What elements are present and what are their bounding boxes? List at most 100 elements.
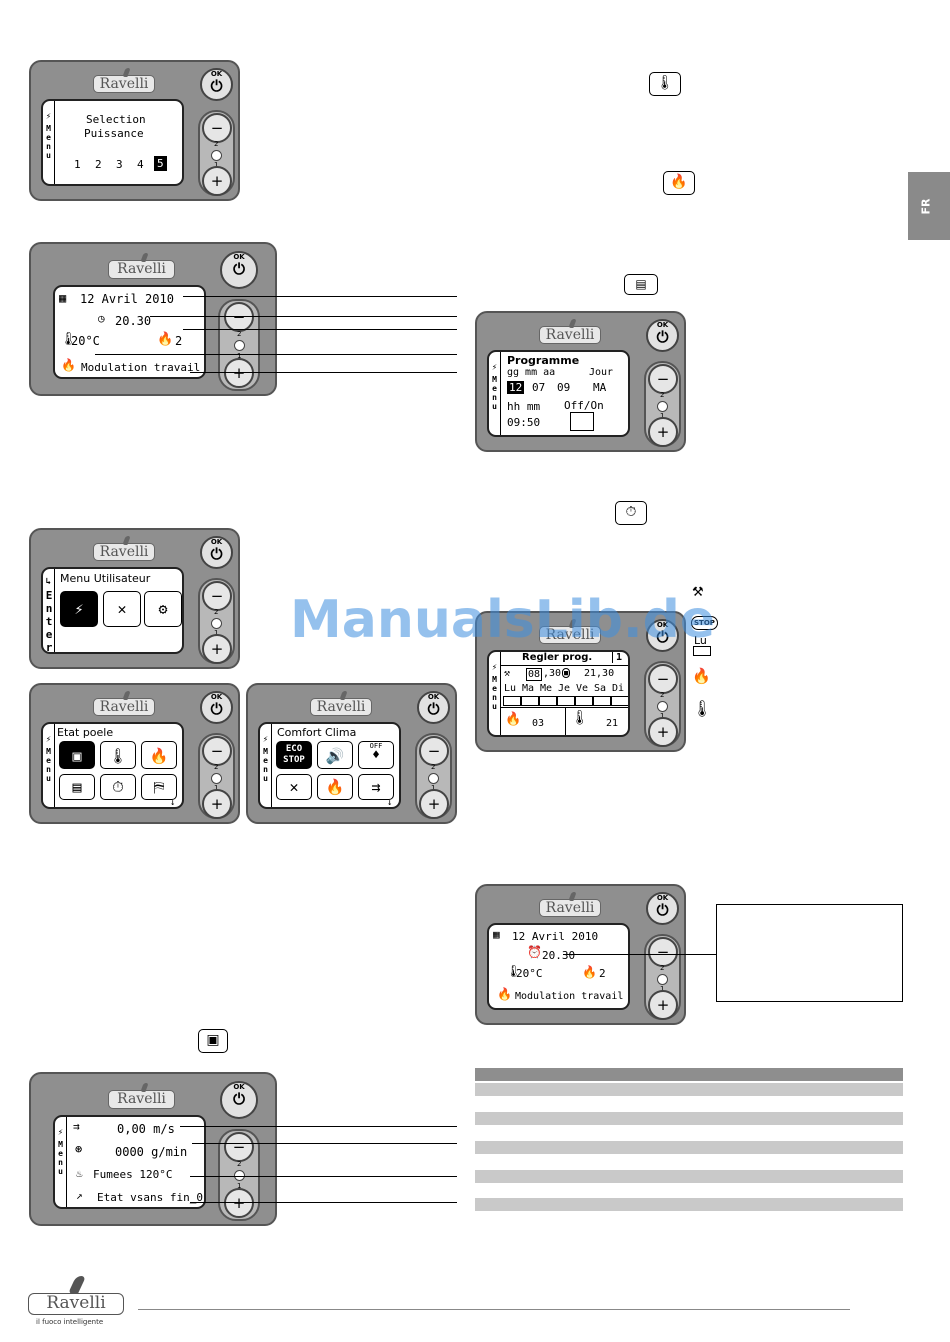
plus-button[interactable]: + bbox=[419, 789, 449, 819]
title-separator bbox=[501, 665, 628, 666]
minus-button[interactable]: − bbox=[648, 937, 678, 967]
minus-button[interactable]: − bbox=[224, 1132, 254, 1162]
panel-stove-state: Ravelli ⚡Menu Etat poele ▣ 🌡 🔥 ▤ ⏱ ⛿ ↓ O… bbox=[29, 683, 240, 824]
power-level-2[interactable]: 2 bbox=[95, 158, 102, 171]
plus-button[interactable]: + bbox=[224, 1188, 254, 1218]
watermark: ManualsLib.de bbox=[290, 590, 716, 650]
ok-power-button[interactable]: OK⏻ bbox=[417, 691, 450, 724]
fan-off-icon[interactable]: OFF♦ bbox=[358, 741, 394, 769]
ok-power-button[interactable]: OK⏻ bbox=[200, 68, 233, 101]
day-sunday[interactable]: Di bbox=[612, 683, 625, 694]
stove-state-icon[interactable]: ▣ bbox=[59, 741, 95, 769]
flame-timer-icon[interactable]: 🔥 bbox=[317, 774, 353, 800]
start-hour-selected[interactable]: 08 bbox=[526, 668, 543, 681]
flame-menu-icon: ⚡ bbox=[57, 1128, 64, 1138]
start-legend-icon: ⚒ bbox=[692, 585, 704, 600]
day-checkbox-row[interactable] bbox=[503, 696, 628, 706]
offon-checkbox[interactable] bbox=[570, 412, 594, 431]
panel-program-setup: Ravelli ⚡Menu Regler prog. 1 ⚒ 08 ,30 ■ … bbox=[475, 611, 686, 752]
fan-speed-icon[interactable]: ⇉ bbox=[358, 774, 394, 800]
time-field[interactable]: 09:50 bbox=[507, 416, 541, 429]
center-indicator bbox=[657, 974, 668, 985]
table-row-band bbox=[475, 1198, 903, 1211]
program-clock-icon[interactable]: ▤ bbox=[59, 774, 95, 800]
flame-icon: 🔥 bbox=[663, 171, 695, 195]
plus-button[interactable]: + bbox=[202, 166, 232, 196]
year-field[interactable]: 09 bbox=[557, 381, 571, 394]
stop-time[interactable]: 21,30 bbox=[584, 668, 615, 679]
day-wednesday[interactable]: Me bbox=[540, 683, 553, 694]
screen-title-line2: Puissance bbox=[84, 127, 144, 140]
air-speed-icon: ⇉ bbox=[73, 1120, 80, 1133]
callout-line-status bbox=[190, 372, 457, 373]
day-tuesday[interactable]: Ma bbox=[522, 683, 535, 694]
button-number-2: 2 bbox=[237, 330, 242, 338]
flame-power-icon: 🔥 bbox=[157, 332, 174, 347]
plus-button[interactable]: + bbox=[224, 358, 254, 388]
callout-line-power bbox=[183, 329, 457, 330]
ok-power-button[interactable]: OK⏻ bbox=[646, 319, 679, 352]
flame-icon[interactable]: 🔥 bbox=[141, 741, 177, 769]
program-power-value[interactable]: 03 bbox=[532, 718, 545, 729]
ok-power-button[interactable]: OK⏻ bbox=[200, 691, 233, 724]
day-field-selected[interactable]: 12 bbox=[507, 381, 525, 394]
thermometer-icon[interactable]: 🌡 bbox=[100, 741, 136, 769]
power-level-1[interactable]: 1 bbox=[74, 158, 81, 171]
ok-power-button[interactable]: OK⏻ bbox=[200, 536, 233, 569]
plus-button[interactable]: + bbox=[648, 717, 678, 747]
start-minutes[interactable]: ,30 bbox=[543, 668, 562, 679]
timer-icon[interactable]: ⏱ bbox=[100, 774, 136, 800]
stop-icon: ■ bbox=[562, 668, 571, 678]
display-screen: ▦ 12 Avril 2010 ⏰ 20.30 🌡 20°C 🔥 2 🔥 Mod… bbox=[487, 923, 630, 1010]
flame-menu-icon[interactable]: ⚡ bbox=[60, 591, 98, 627]
map-icon[interactable]: ⛿ bbox=[141, 774, 177, 800]
power-level-4[interactable]: 4 bbox=[137, 158, 144, 171]
plus-button[interactable]: + bbox=[202, 789, 232, 819]
plus-button[interactable]: + bbox=[648, 990, 678, 1020]
minus-button[interactable]: − bbox=[648, 364, 678, 394]
month-field[interactable]: 07 bbox=[532, 381, 546, 394]
power-icon: ⏻ bbox=[233, 1090, 245, 1108]
day-friday[interactable]: Ve bbox=[576, 683, 589, 694]
screen-title: Programme bbox=[507, 354, 580, 367]
flame-menu-icon: ⚡ bbox=[491, 363, 498, 373]
day-monday[interactable]: Lu bbox=[504, 683, 517, 694]
ok-power-button[interactable]: OK⏻ bbox=[646, 892, 679, 925]
minus-button[interactable]: − bbox=[224, 302, 254, 332]
plus-button[interactable]: + bbox=[202, 634, 232, 664]
minus-button[interactable]: − bbox=[202, 581, 232, 611]
power-icon: ⏻ bbox=[656, 901, 669, 919]
ok-power-button[interactable]: OK⏻ bbox=[220, 1081, 258, 1119]
sound-off-icon[interactable]: 🔊 bbox=[317, 741, 353, 769]
thermometer-icon: 🌡 bbox=[506, 964, 522, 978]
display-screen: ⚡Menu Programme gg mm aa Jour 12 07 09 M… bbox=[487, 350, 630, 437]
flame-legend-icon: 🔥 bbox=[692, 667, 711, 685]
screen-title: Etat poele bbox=[57, 726, 114, 739]
minus-button[interactable]: − bbox=[648, 664, 678, 694]
power-level-3[interactable]: 3 bbox=[116, 158, 123, 171]
dayname-field[interactable]: MA bbox=[593, 381, 607, 394]
table-row-band bbox=[475, 1141, 903, 1154]
cleaning-tools-icon[interactable]: ✕ bbox=[276, 774, 312, 800]
minus-button[interactable]: − bbox=[202, 736, 232, 766]
callout-line-time bbox=[150, 316, 457, 317]
power-level-5-selected[interactable]: 5 bbox=[154, 156, 167, 171]
ok-power-button[interactable]: OK⏻ bbox=[220, 251, 258, 289]
row-separator bbox=[501, 707, 628, 708]
language-tab: FR bbox=[908, 172, 950, 240]
tools-icon[interactable]: ✕ bbox=[103, 591, 141, 627]
program-temp-value[interactable]: 21 bbox=[606, 718, 619, 729]
menu-sidebar: ⚡Menu bbox=[43, 101, 55, 184]
day-thursday[interactable]: Je bbox=[558, 683, 571, 694]
minus-button[interactable]: − bbox=[419, 736, 449, 766]
minus-button[interactable]: − bbox=[202, 113, 232, 143]
plus-button[interactable]: + bbox=[648, 417, 678, 447]
day-saturday[interactable]: Sa bbox=[594, 683, 607, 694]
day-column-header: Jour bbox=[589, 367, 614, 378]
settings-gear-icon[interactable]: ⚙ bbox=[144, 591, 182, 627]
timer-clock-icon: ⏰ bbox=[527, 945, 542, 959]
panel-programme: Ravelli ⚡Menu Programme gg mm aa Jour 12… bbox=[475, 311, 686, 452]
ok-power-button[interactable]: OK⏻ bbox=[646, 619, 679, 652]
